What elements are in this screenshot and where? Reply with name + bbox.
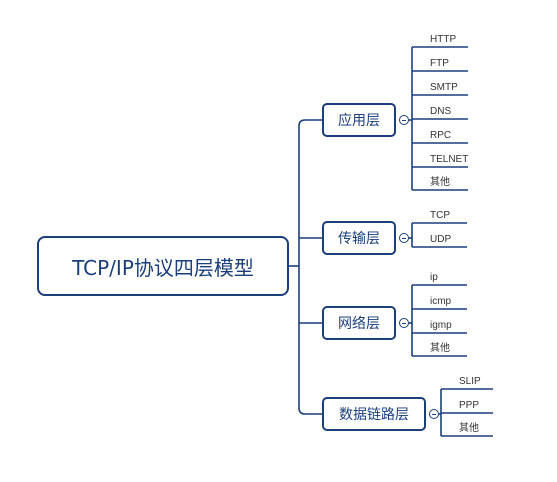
- leaf-item[interactable]: HTTP: [430, 34, 457, 45]
- leaf-item[interactable]: RPC: [430, 130, 452, 141]
- leaf-item[interactable]: PPP: [459, 400, 480, 411]
- collapse-toggle-icon[interactable]: [399, 115, 409, 125]
- leaf-item[interactable]: 其他: [459, 423, 479, 434]
- root-node[interactable]: TCP/IP协议四层模型: [37, 236, 289, 296]
- leaf-item[interactable]: TELNET: [430, 154, 469, 165]
- layer-node-transport[interactable]: 传输层: [322, 221, 396, 255]
- layer-label: 应用层: [338, 113, 380, 129]
- collapse-toggle-icon[interactable]: [429, 409, 439, 419]
- branch-line: [298, 119, 322, 127]
- layer-node-datalink[interactable]: 数据链路层: [322, 397, 426, 431]
- layer-label: 数据链路层: [339, 407, 409, 423]
- leaf-item[interactable]: UDP: [430, 234, 452, 245]
- layer-node-application[interactable]: 应用层: [322, 103, 396, 137]
- layer-label: 网络层: [338, 316, 380, 332]
- leaf-item[interactable]: ip: [430, 272, 438, 283]
- branch-line: [298, 407, 322, 415]
- collapse-toggle-icon[interactable]: [399, 233, 409, 243]
- layer-label: 传输层: [338, 231, 380, 247]
- collapse-toggle-icon[interactable]: [399, 318, 409, 328]
- leaf-item[interactable]: TCP: [430, 210, 450, 221]
- root-node-label: TCP/IP协议四层模型: [72, 255, 254, 280]
- leaf-item[interactable]: SMTP: [430, 82, 458, 93]
- leaf-item[interactable]: FTP: [430, 58, 449, 69]
- leaf-item[interactable]: igmp: [430, 320, 452, 331]
- layer-node-network[interactable]: 网络层: [322, 306, 396, 340]
- leaf-item[interactable]: 其他: [430, 343, 450, 354]
- leaf-item[interactable]: 其他: [430, 177, 450, 188]
- leaf-item[interactable]: DNS: [430, 106, 452, 117]
- leaf-item[interactable]: SLIP: [459, 376, 481, 387]
- leaf-item[interactable]: icmp: [430, 296, 452, 307]
